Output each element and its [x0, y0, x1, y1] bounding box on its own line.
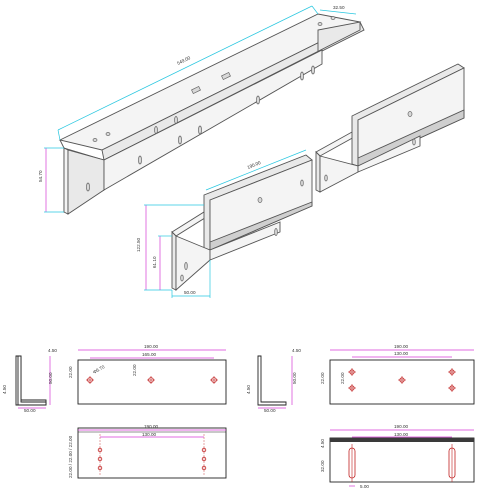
v1-pitch-label: 165.00	[142, 352, 156, 357]
v1-len-label: 190.00	[144, 344, 158, 349]
long-bracket	[58, 13, 365, 215]
long-height-label: 54.70	[38, 170, 43, 182]
v2-vert-label: 22.00 / 22.00 / 22.00	[68, 435, 73, 478]
v3-flange-label: 4.50	[292, 348, 301, 353]
long-flange-label: 32.50	[333, 5, 345, 10]
short-depth-label: 50.00	[184, 290, 196, 295]
v3-len-label: 190.00	[394, 344, 408, 349]
v1-thk-label: 4.50	[2, 385, 7, 394]
v4-top-label: 4.50	[320, 439, 325, 448]
view1-profile	[15, 355, 47, 406]
v3-base-label: 50.00	[264, 408, 276, 413]
v4-len-label: 190.00	[394, 424, 408, 429]
v4-pitch-label: 130.00	[394, 432, 408, 437]
short-inner-label: 61.10	[152, 256, 157, 268]
view1-face	[77, 359, 227, 405]
short-length-label: 190.00	[247, 160, 262, 170]
v1-flange-label: 4.50	[48, 348, 57, 353]
v1-base-label: 50.00	[24, 408, 36, 413]
view3-face	[329, 359, 475, 405]
view2-face	[77, 427, 227, 479]
v3-off2-label: 22.00	[340, 372, 345, 384]
view3-profile	[257, 355, 287, 406]
v1-off2-label: 22.00	[132, 364, 137, 376]
short-height-label: 122.50	[136, 238, 141, 252]
short-bracket-back	[315, 63, 465, 193]
v3-thk-label: 4.50	[246, 385, 251, 394]
long-length-label: 549.00	[176, 55, 191, 66]
v3-pitch-label: 130.00	[394, 351, 408, 356]
v2-pitch-label: 130.00	[142, 432, 156, 437]
v2-len-label: 190.00	[144, 424, 158, 429]
v4-bottom-label: 5.00	[360, 484, 369, 489]
view4-face	[329, 437, 475, 483]
v3-off-label: 22.00	[320, 372, 325, 384]
v4-slot-label: 32.00	[320, 460, 325, 472]
v1-hole-label: Φ6.70	[92, 364, 106, 375]
v3-height-label: 50.00	[292, 372, 297, 384]
v1-off-label: 22.00	[68, 366, 73, 378]
short-bracket-front	[171, 154, 313, 291]
v1-height-label: 50.00	[48, 372, 53, 384]
